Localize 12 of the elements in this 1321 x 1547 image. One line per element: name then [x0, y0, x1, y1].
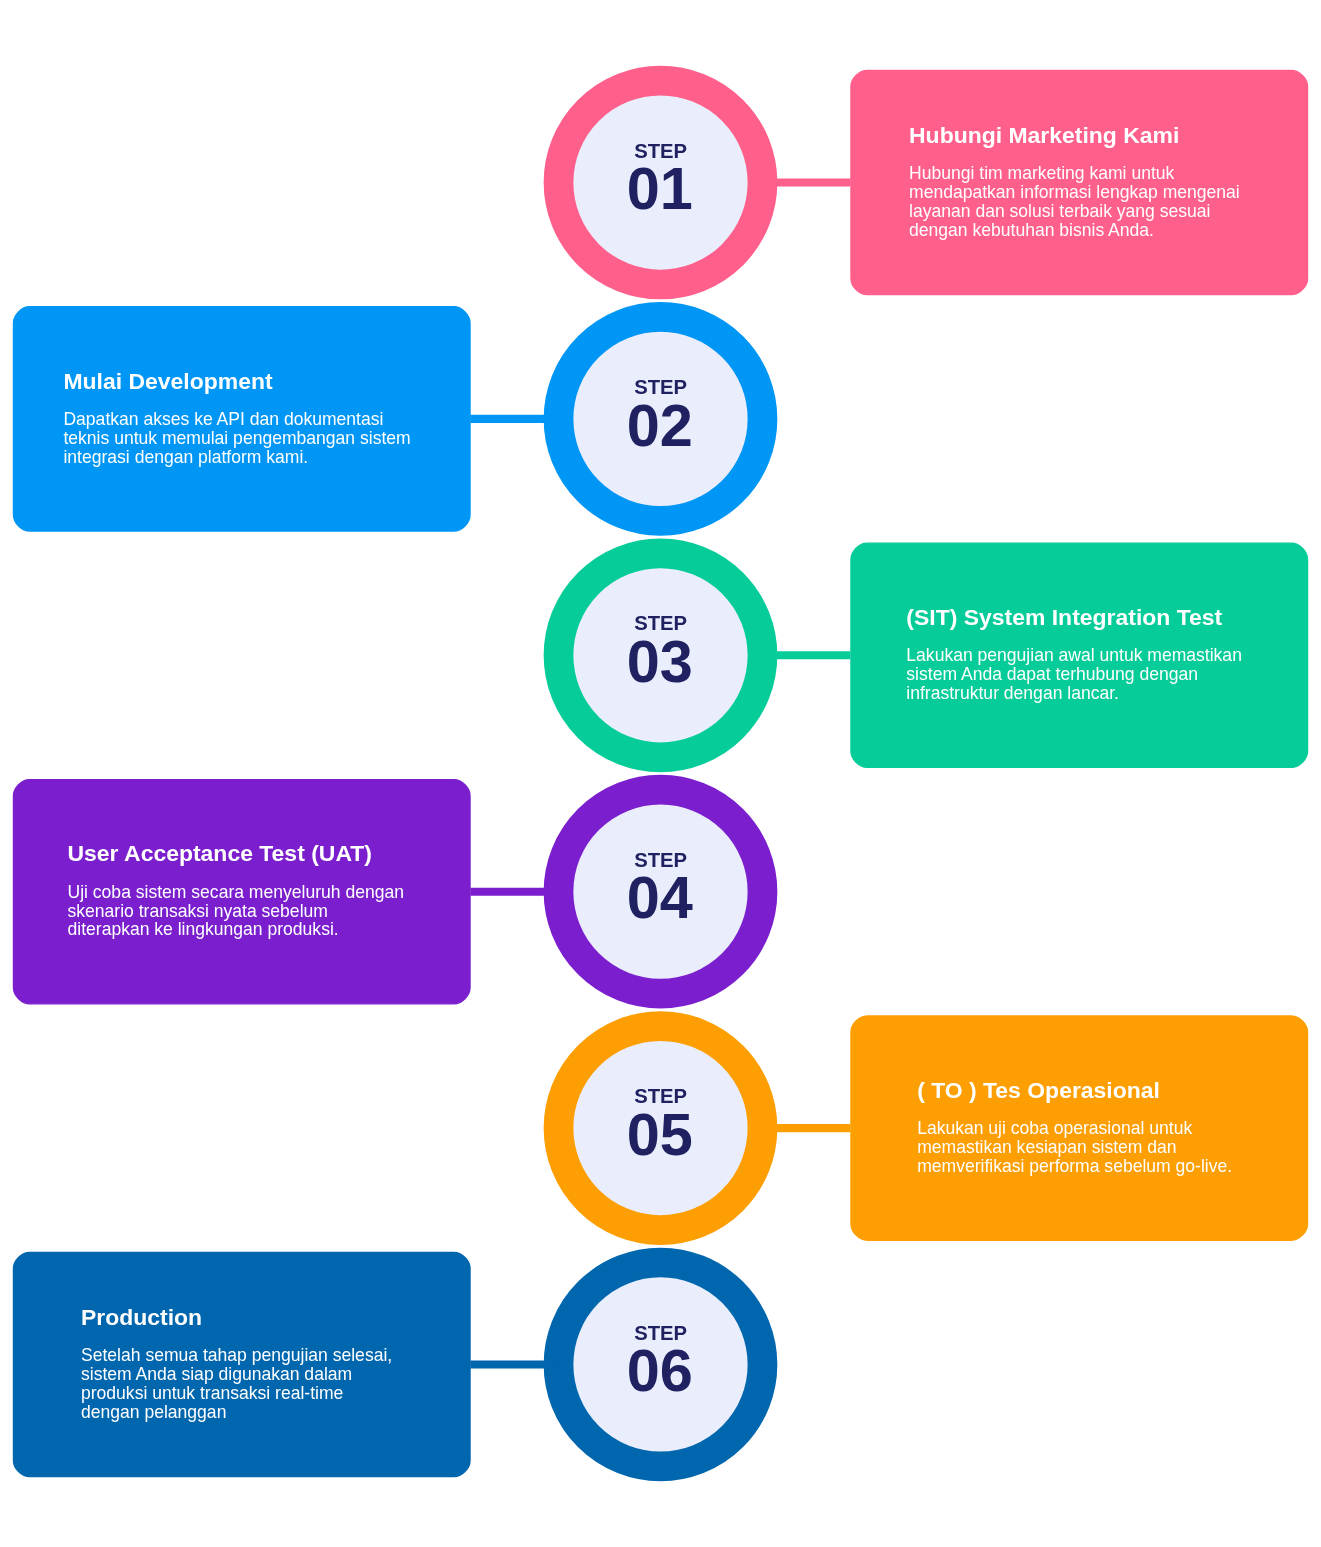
node-box: Production Setelah semua tahap pengujian selesai, sistem Anda siap digunakan dalam produksi untuk transaksi real-time dengan pelanggan: [12, 1251, 471, 1478]
node-box: User Acceptance Test (UAT) Uji coba sistem secara menyeluruh dengan skenario transaksi nyata sebelum diterapkan ke lingkungan produksi.: [12, 778, 471, 1005]
node-box: Mulai Development Dapatkan akses ke API dan dokumentasi teknis untuk memulai pengembangan sistem integrasi dengan platform kami.: [12, 306, 471, 532]
node-circle: STEP 05: [543, 1011, 778, 1245]
node-circle: STEP 01: [543, 65, 778, 300]
node-circle: STEP 02: [543, 302, 778, 536]
node-box: (SIT) System Integration Test Lakukan pengujian awal untuk memastikan sistem Anda dapat terhubung dengan infrastruktur dengan lancar.: [850, 542, 1309, 769]
node-box: ( TO ) Tes Operasional Lakukan uji coba operasional untuk memastikan kesiapan sistem dan memverifikasi performa sebelum go-live.: [850, 1015, 1309, 1241]
node-circle: STEP 06: [543, 1247, 778, 1482]
node-box: Hubungi Marketing Kami Hubungi tim marketing kami untuk mendapatkan informasi lengkap mengenai layanan dan solusi terbaik yang sesuai dengan kebutuhan bisnis Anda.: [850, 69, 1309, 296]
node-circle: STEP 03: [543, 538, 778, 773]
node-circle: STEP 04: [543, 774, 778, 1009]
